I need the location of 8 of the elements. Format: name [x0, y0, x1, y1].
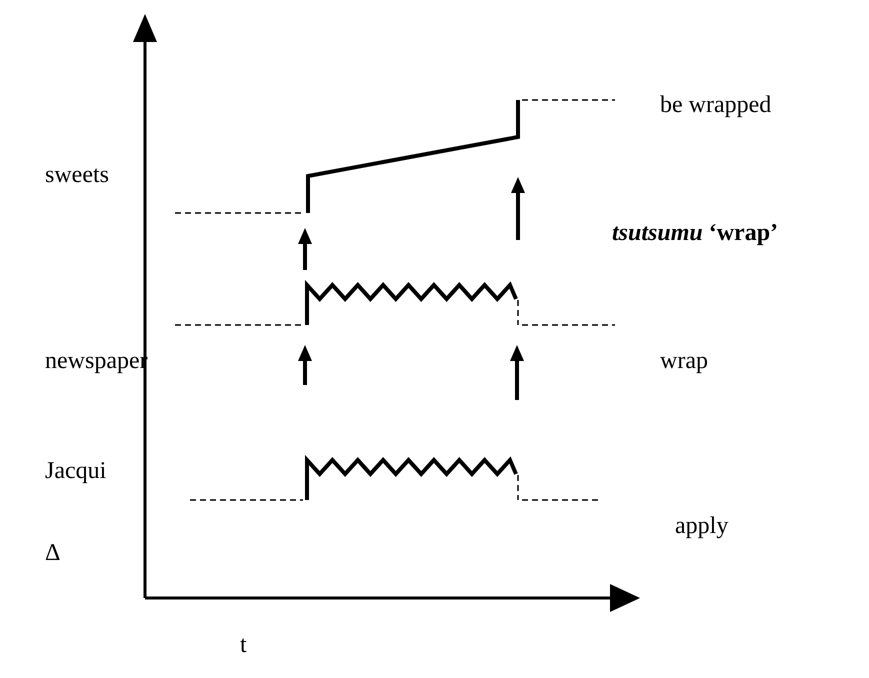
text-label: be wrapped [660, 92, 772, 120]
text-label: tsutsumu ‘wrap’ [612, 220, 778, 248]
text-label: Jacqui [45, 458, 106, 486]
text-label: t [240, 632, 247, 660]
text-label: apply [675, 513, 728, 541]
text-label: wrap [660, 348, 708, 376]
text-label: sweets [45, 162, 109, 190]
text-label: Δ [45, 540, 60, 568]
